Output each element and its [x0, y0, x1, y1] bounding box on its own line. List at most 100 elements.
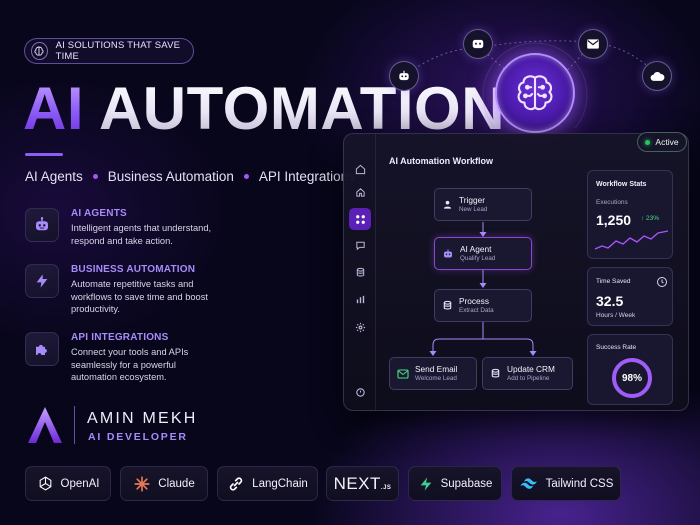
- tagline-badge: AI SOLUTIONS THAT SAVE TIME: [24, 38, 194, 64]
- executions-change: ↑ 23%: [641, 215, 660, 222]
- subtitle-item: Business Automation: [107, 169, 234, 184]
- puzzle-icon: [25, 332, 59, 366]
- database-icon[interactable]: [353, 265, 367, 279]
- author-logo: [28, 407, 62, 443]
- cloud-node: [642, 61, 672, 91]
- clock-icon: [657, 277, 667, 287]
- feature-heading: API INTEGRATIONS: [71, 332, 169, 343]
- mail-icon: [397, 368, 409, 379]
- subtitle-separator: [92, 174, 98, 179]
- chart-icon[interactable]: [353, 292, 367, 306]
- success-label: Success Rate: [596, 344, 637, 351]
- success-ring: [612, 358, 652, 398]
- node-title: Process: [459, 296, 489, 306]
- mail-icon: [587, 39, 599, 49]
- node-title: Update CRM: [507, 364, 555, 374]
- author-divider: [74, 406, 75, 444]
- power-icon[interactable]: [353, 385, 367, 399]
- author-name: AMIN MEKH: [87, 410, 198, 427]
- feature-description: Automate repetitive tasks and workflows …: [71, 279, 208, 314]
- hero-subtitle: AI Agents Business Automation API Integr…: [25, 169, 355, 184]
- tech-pill-claude: Claude: [120, 466, 208, 501]
- tech-label: Supabase: [440, 477, 493, 490]
- robot-icon: [399, 70, 409, 81]
- executions-value: 1,250: [596, 212, 632, 228]
- tech-pill-nextjs: NEXT.JS: [326, 466, 399, 501]
- sidebar-active-highlight: [349, 208, 371, 230]
- node-title: Trigger: [459, 195, 485, 205]
- hero-title-automation: AUTOMATION: [98, 75, 506, 142]
- mail-node: [578, 29, 608, 59]
- dashboard-sidebar: [344, 134, 376, 410]
- subtitle-item: API Integrations: [258, 169, 355, 184]
- bot-node: [389, 61, 419, 91]
- claude-icon: [134, 475, 150, 492]
- hero-title-ai: AI: [23, 75, 84, 142]
- feature-ai-agents: AI AGENTS Intelligent agents that unders…: [25, 208, 325, 247]
- node-update-crm[interactable]: Update CRM Add to Pipeline: [482, 357, 573, 390]
- node-subtitle: Qualify Lead: [460, 255, 496, 262]
- feature-business-automation: BUSINESS AUTOMATION Automate repetitive …: [25, 264, 325, 316]
- node-trigger[interactable]: Trigger New Lead: [434, 188, 532, 221]
- node-send-email[interactable]: Send Email Welcome Lead: [389, 357, 477, 390]
- subtitle-item: AI Agents: [25, 169, 83, 184]
- executions-sparkline: [594, 230, 669, 250]
- house-icon[interactable]: [353, 185, 367, 199]
- nextjs-logo: NEXT.JS: [333, 473, 392, 493]
- brain-icon: [517, 75, 553, 111]
- node-subtitle: Extract Data: [459, 307, 494, 314]
- tech-pill-supabase: Supabase: [408, 466, 502, 501]
- feature-description: Intelligent agents that understand, resp…: [71, 223, 212, 246]
- robot-icon: [25, 208, 59, 242]
- feature-heading: AI AGENTS: [71, 208, 127, 219]
- chat-node: [463, 29, 493, 59]
- node-subtitle: Welcome Lead: [415, 375, 457, 382]
- dashboard-title: AI Automation Workflow: [389, 156, 493, 166]
- tech-pill-tailwind: Tailwind CSS: [511, 466, 621, 501]
- tech-label: LangChain: [252, 477, 308, 490]
- stats-header: Workflow Stats: [596, 181, 647, 188]
- hero-title: AI AUTOMATION: [23, 74, 505, 144]
- brain-icon: [31, 42, 48, 60]
- node-title: AI Agent: [460, 244, 492, 254]
- cloud-icon: [650, 71, 664, 81]
- author-role: AI DEVELOPER: [88, 431, 188, 443]
- feature-description: Connect your tools and APIs seamlessly f…: [71, 347, 189, 382]
- executions-label: Executions: [596, 199, 628, 206]
- node-ai-agent[interactable]: AI Agent Qualify Lead: [434, 237, 532, 270]
- tech-pill-openai: OpenAI: [25, 466, 111, 501]
- node-subtitle: Add to Pipeline: [507, 375, 550, 382]
- time-saved-label: Time Saved: [596, 278, 631, 285]
- stat-card-time-saved: Time Saved 32.5 Hours / Week: [587, 267, 673, 326]
- openai-icon: [39, 476, 51, 491]
- node-process[interactable]: Process Extract Data: [434, 289, 532, 322]
- supabase-icon: [420, 476, 431, 491]
- time-saved-value: 32.5: [596, 293, 624, 309]
- user-icon: [443, 200, 452, 209]
- feature-api-integrations: API INTEGRATIONS Connect your tools and …: [25, 332, 325, 384]
- robot-icon: [444, 249, 452, 257]
- node-subtitle: New Lead: [459, 206, 488, 213]
- time-saved-unit: Hours / Week: [596, 312, 636, 319]
- tech-label: OpenAI: [60, 477, 100, 490]
- lightning-icon: [25, 264, 59, 298]
- tech-pill-langchain: LangChain: [217, 466, 318, 501]
- chat-icon[interactable]: [353, 238, 367, 252]
- status-dot: [645, 139, 651, 145]
- status-badge: Active: [637, 132, 687, 152]
- badge-text: AI SOLUTIONS THAT SAVE TIME: [55, 40, 181, 62]
- feature-heading: BUSINESS AUTOMATION: [71, 264, 196, 275]
- chatbot-icon: [472, 39, 484, 49]
- subtitle-separator: [243, 174, 249, 179]
- workflow-icon[interactable]: [353, 212, 367, 226]
- tech-label: Claude: [158, 477, 195, 490]
- home-icon[interactable]: [353, 162, 367, 176]
- brain-hub: [495, 53, 575, 133]
- status-label: Active: [655, 137, 679, 147]
- success-value: 98%: [621, 373, 642, 384]
- node-title: Send Email: [415, 364, 458, 374]
- stat-card-executions: Workflow Stats Executions 1,250 ↑ 23%: [587, 170, 673, 259]
- database-icon: [443, 300, 452, 310]
- workflow-connectors: [429, 222, 537, 356]
- settings-icon[interactable]: [353, 320, 367, 334]
